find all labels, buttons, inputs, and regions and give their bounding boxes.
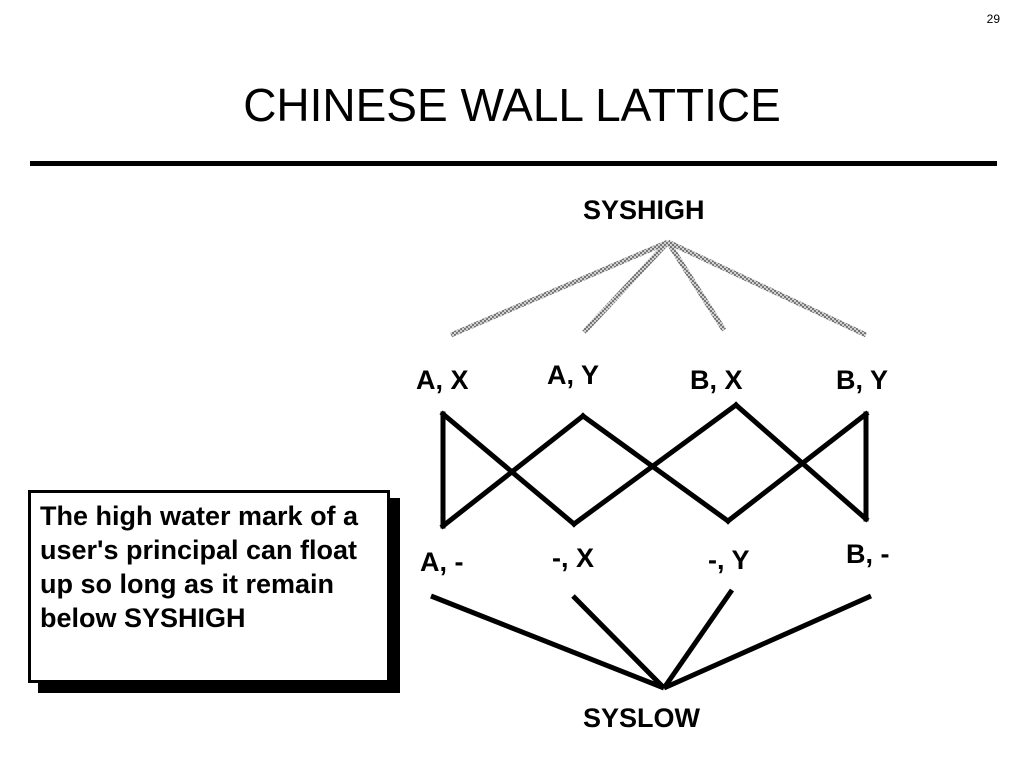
edge-syshigh-by (666, 239, 868, 338)
edge-bx-dashx (570, 401, 740, 528)
node-upper-ax: A, X (416, 365, 469, 395)
node-lower-dashy: -, Y (708, 545, 750, 575)
title-divider (30, 161, 997, 166)
syslow-edges (430, 588, 873, 691)
slide-title: CHINESE WALL LATTICE (243, 79, 781, 131)
node-lower-dashx: -, X (552, 543, 595, 573)
node-upper-ay: A, Y (547, 360, 600, 390)
node-syslow: SYSLOW (583, 703, 701, 733)
edge-ay-adash (439, 412, 587, 530)
edge-syshigh-ay (582, 240, 670, 334)
lattice-edges (439, 401, 870, 530)
callout-text: The high water mark of a user's principa… (40, 501, 359, 633)
node-upper-bx: B, X (690, 365, 743, 395)
edge-dashy-syslow (661, 588, 735, 690)
page-number: 29 (986, 12, 1000, 26)
node-upper-by: B, Y (836, 365, 889, 395)
edge-syshigh-bx (665, 240, 727, 332)
edge-by-dashy (724, 410, 870, 525)
edge-bdash-syslow (662, 593, 873, 691)
node-syshigh: SYSHIGH (583, 195, 705, 225)
callout-box: The high water mark of a user's principa… (28, 490, 390, 683)
edge-syshigh-ax (450, 239, 669, 338)
edge-adash-syslow (430, 593, 665, 691)
node-lower-adash: A, - (420, 547, 464, 577)
edge-ax-dashx (439, 410, 578, 528)
edge-dashx-syslow (571, 594, 666, 690)
edge-ay-dashy (579, 412, 732, 525)
syshigh-edges (450, 239, 868, 338)
node-lower-bdash: B, - (846, 539, 890, 569)
